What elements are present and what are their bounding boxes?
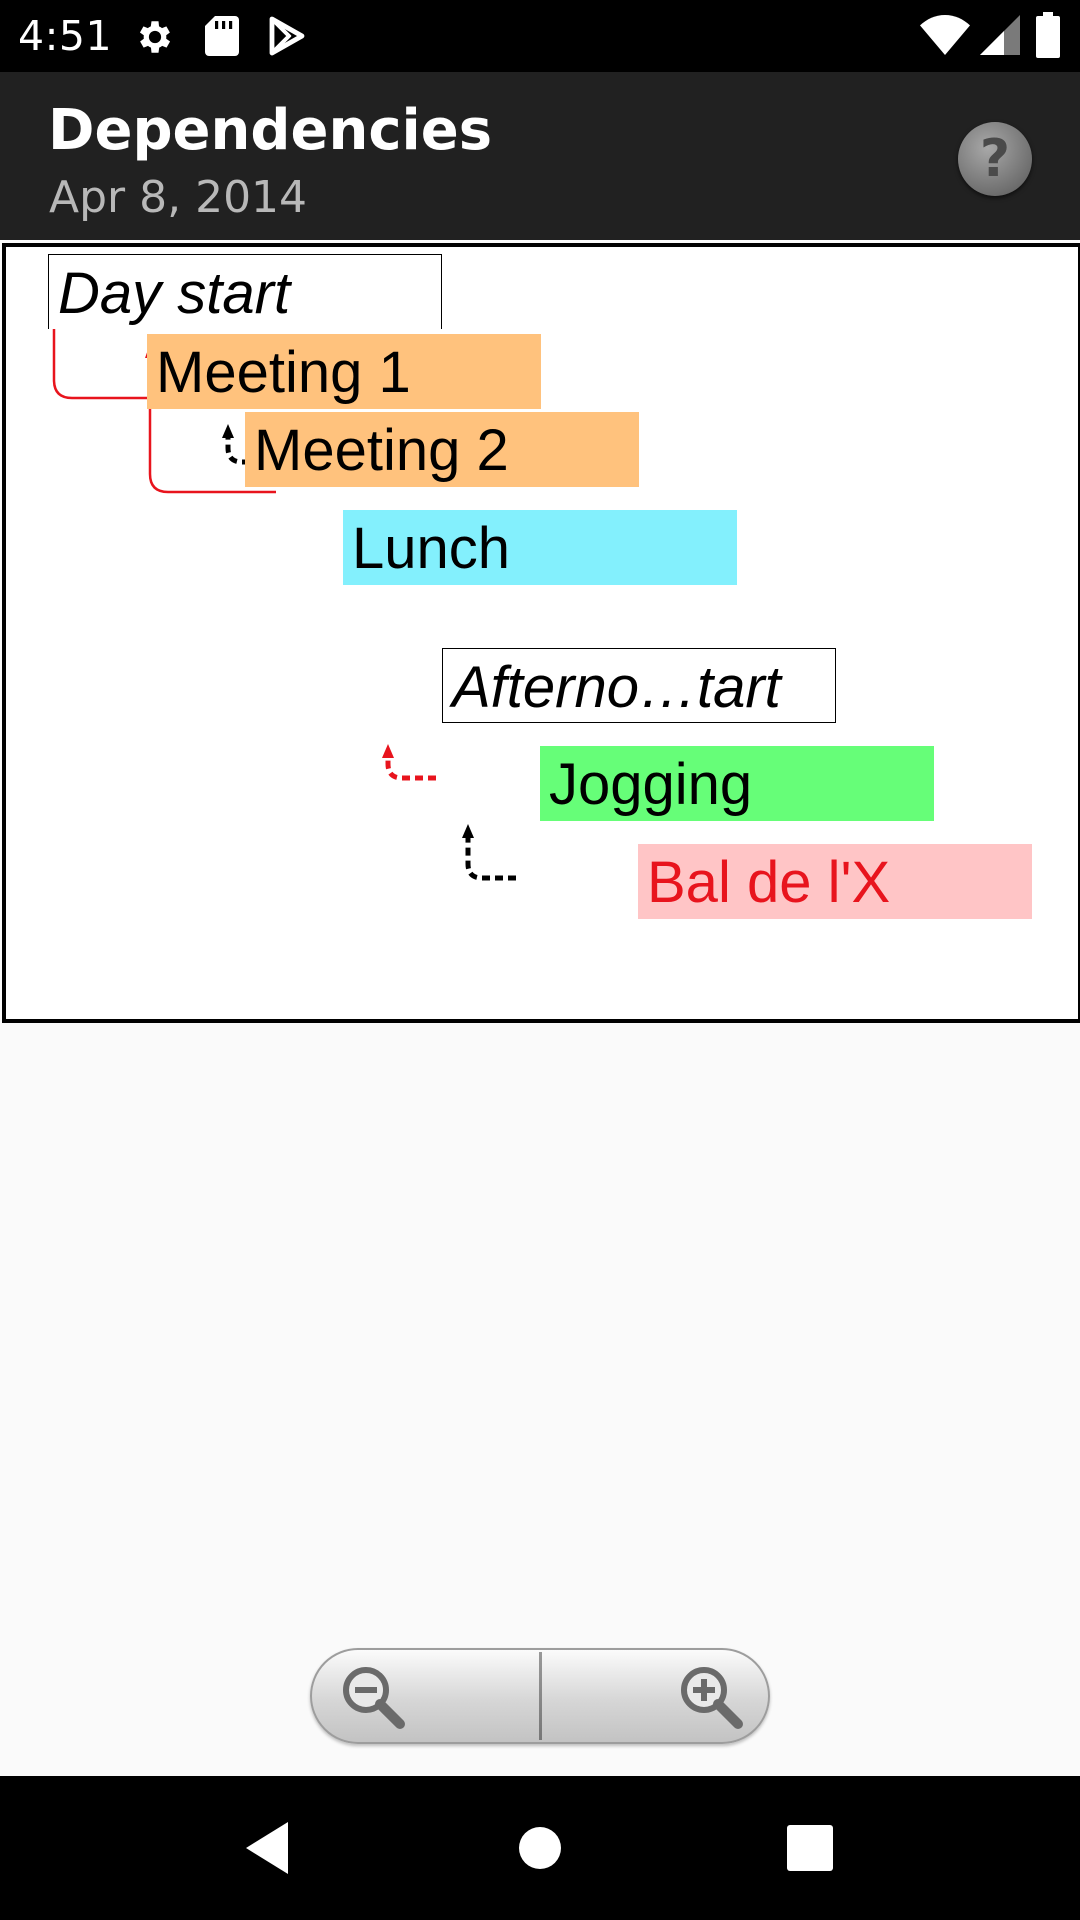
sd-card-icon <box>205 16 239 56</box>
link-meeting2-daystart <box>52 275 196 400</box>
arrowhead <box>382 744 394 758</box>
link-jogging-afternoon <box>385 755 436 781</box>
gantt-task-lunch[interactable]: Lunch <box>343 510 737 585</box>
task-label: Lunch <box>352 516 511 581</box>
gantt-task-jogging[interactable]: Jogging <box>540 746 934 821</box>
gantt-task-bal-de-lx[interactable]: Bal de l'X <box>638 844 1032 919</box>
task-label: Meeting 2 <box>254 418 509 483</box>
zoom-out-button[interactable] <box>312 1650 540 1742</box>
recents-button[interactable] <box>730 1776 890 1920</box>
task-label: Meeting 1 <box>156 340 411 405</box>
gantt-canvas[interactable]: Day start Meeting 1 Meeting 2 Lunch Afte… <box>2 243 1080 1023</box>
gantt-milestone-afternoon-start[interactable]: Afterno…tart <box>442 648 836 723</box>
zoom-in-icon <box>681 1667 743 1729</box>
gantt-milestone-day-start[interactable]: Day start <box>48 254 442 329</box>
help-button[interactable]: ? <box>958 122 1032 196</box>
help-icon: ? <box>979 129 1011 189</box>
home-button[interactable] <box>460 1776 620 1920</box>
zoom-divider <box>539 1652 542 1740</box>
link-lunch-meeting2 <box>225 435 276 465</box>
back-icon <box>246 1822 288 1874</box>
link-bal-jogging <box>465 835 516 881</box>
task-label: Day start <box>58 261 291 326</box>
link-lunch-meeting1 <box>148 355 276 494</box>
back-button[interactable] <box>190 1776 350 1920</box>
status-time: 4:51 <box>18 12 113 60</box>
zoom-in-button[interactable] <box>540 1650 768 1742</box>
wifi-icon <box>920 15 970 55</box>
page-title: Dependencies <box>48 98 493 163</box>
gear-icon <box>139 21 171 53</box>
task-label: Afterno…tart <box>452 655 781 720</box>
signal-icon <box>980 15 1020 55</box>
status-bar: 4:51 <box>0 0 1080 72</box>
arrowhead <box>462 824 474 838</box>
play-store-icon <box>269 16 305 56</box>
task-label: Jogging <box>549 752 753 817</box>
task-label: Bal de l'X <box>647 850 891 915</box>
gantt-task-meeting-2[interactable]: Meeting 2 <box>245 412 639 487</box>
navigation-bar <box>0 1776 1080 1920</box>
arrowhead <box>222 424 234 438</box>
page-subtitle-date: Apr 8, 2014 <box>49 172 308 223</box>
home-icon <box>519 1827 561 1869</box>
action-bar: Dependencies Apr 8, 2014 ? <box>0 72 1080 240</box>
zoom-control <box>310 1648 770 1744</box>
recents-icon <box>787 1825 833 1871</box>
gantt-task-meeting-1[interactable]: Meeting 1 <box>147 334 541 409</box>
zoom-out-icon <box>343 1667 405 1729</box>
battery-icon <box>1036 12 1060 58</box>
